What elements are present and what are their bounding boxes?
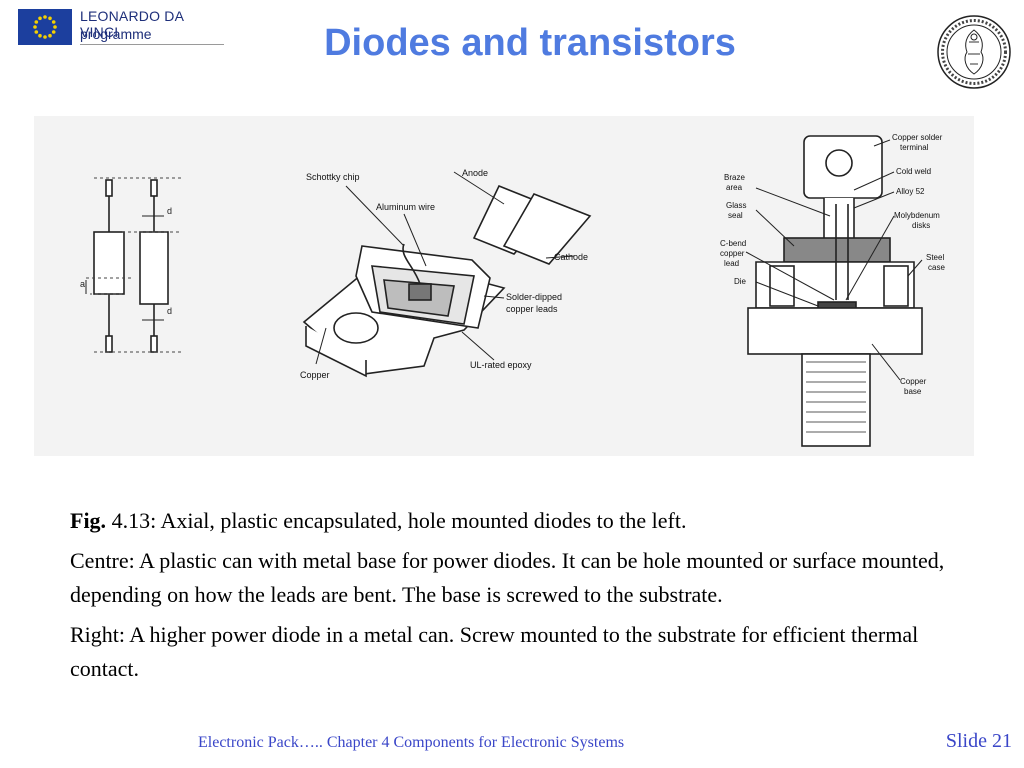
figure-caption: Fig. 4.13: Axial, plastic encapsulated, … (70, 504, 980, 692)
brand-underline (80, 44, 224, 45)
label-steel-case: case (928, 263, 945, 272)
caption-fig-label: Fig. (70, 508, 107, 533)
label-c-bend-lead: lead (724, 259, 739, 268)
axial-diodes-drawing (85, 177, 182, 353)
dimension-label-a: a (80, 279, 85, 289)
footer-course: Electronic Pack….. Chapter 4 Components … (198, 734, 625, 751)
label-base: base (904, 387, 922, 396)
label-braze: Braze (724, 173, 745, 182)
brand-subtitle: programme (80, 26, 152, 42)
dimension-label-d-top: d (167, 206, 172, 216)
label-schottky-chip: Schottky chip (306, 172, 360, 182)
label-copper-base: Copper (900, 377, 927, 386)
label-glass: Glass (726, 201, 746, 210)
caption-line-fig: Fig. 4.13: Axial, plastic encapsulated, … (70, 504, 980, 538)
dimension-label-d-bottom: d (167, 306, 172, 316)
label-anode: Anode (462, 168, 488, 178)
metal-can-diode-drawing (747, 135, 923, 447)
label-copper-leads: copper leads (506, 304, 558, 314)
plastic-can-diode-drawing (302, 184, 592, 378)
figure-diodes: a d d Schottky chip Anode Aluminum (34, 116, 974, 456)
label-terminal: terminal (900, 143, 929, 152)
caption-fig-text: 4.13: Axial, plastic encapsulated, hole … (106, 508, 687, 533)
slide-number: Slide 21 (945, 730, 1012, 752)
caption-right: Right: A higher power diode in a metal c… (70, 622, 919, 681)
label-copper-solder-terminal: Copper solder (892, 133, 943, 142)
label-die: Die (734, 277, 747, 286)
label-alloy: Alloy 52 (896, 187, 925, 196)
slide-title: Diodes and transistors (324, 22, 736, 64)
label-copper: Copper (300, 370, 330, 380)
leonardo-da-vinci-logo: LEONARDO DA VINCI programme (18, 6, 224, 46)
label-glass-seal: seal (728, 211, 743, 220)
caption-centre: Centre: A plastic can with metal base fo… (70, 548, 945, 607)
label-solder-dipped: Solder-dipped (506, 292, 562, 302)
label-cathode: Cathode (554, 252, 588, 262)
label-ul-epoxy: UL-rated epoxy (470, 360, 532, 370)
label-c-bend-copper: copper (720, 249, 745, 258)
label-steel: Steel (926, 253, 944, 262)
label-molybdenum: Molybdenum (894, 211, 940, 220)
eu-flag-icon (18, 9, 72, 45)
label-disks: disks (912, 221, 930, 230)
label-braze-area: area (726, 183, 743, 192)
label-c-bend: C-bend (720, 239, 746, 248)
label-aluminum-wire: Aluminum wire (376, 202, 435, 212)
university-seal-icon (936, 14, 1012, 90)
brand-name: LEONARDO DA VINCI (80, 8, 184, 40)
label-cold-weld: Cold weld (896, 167, 931, 176)
